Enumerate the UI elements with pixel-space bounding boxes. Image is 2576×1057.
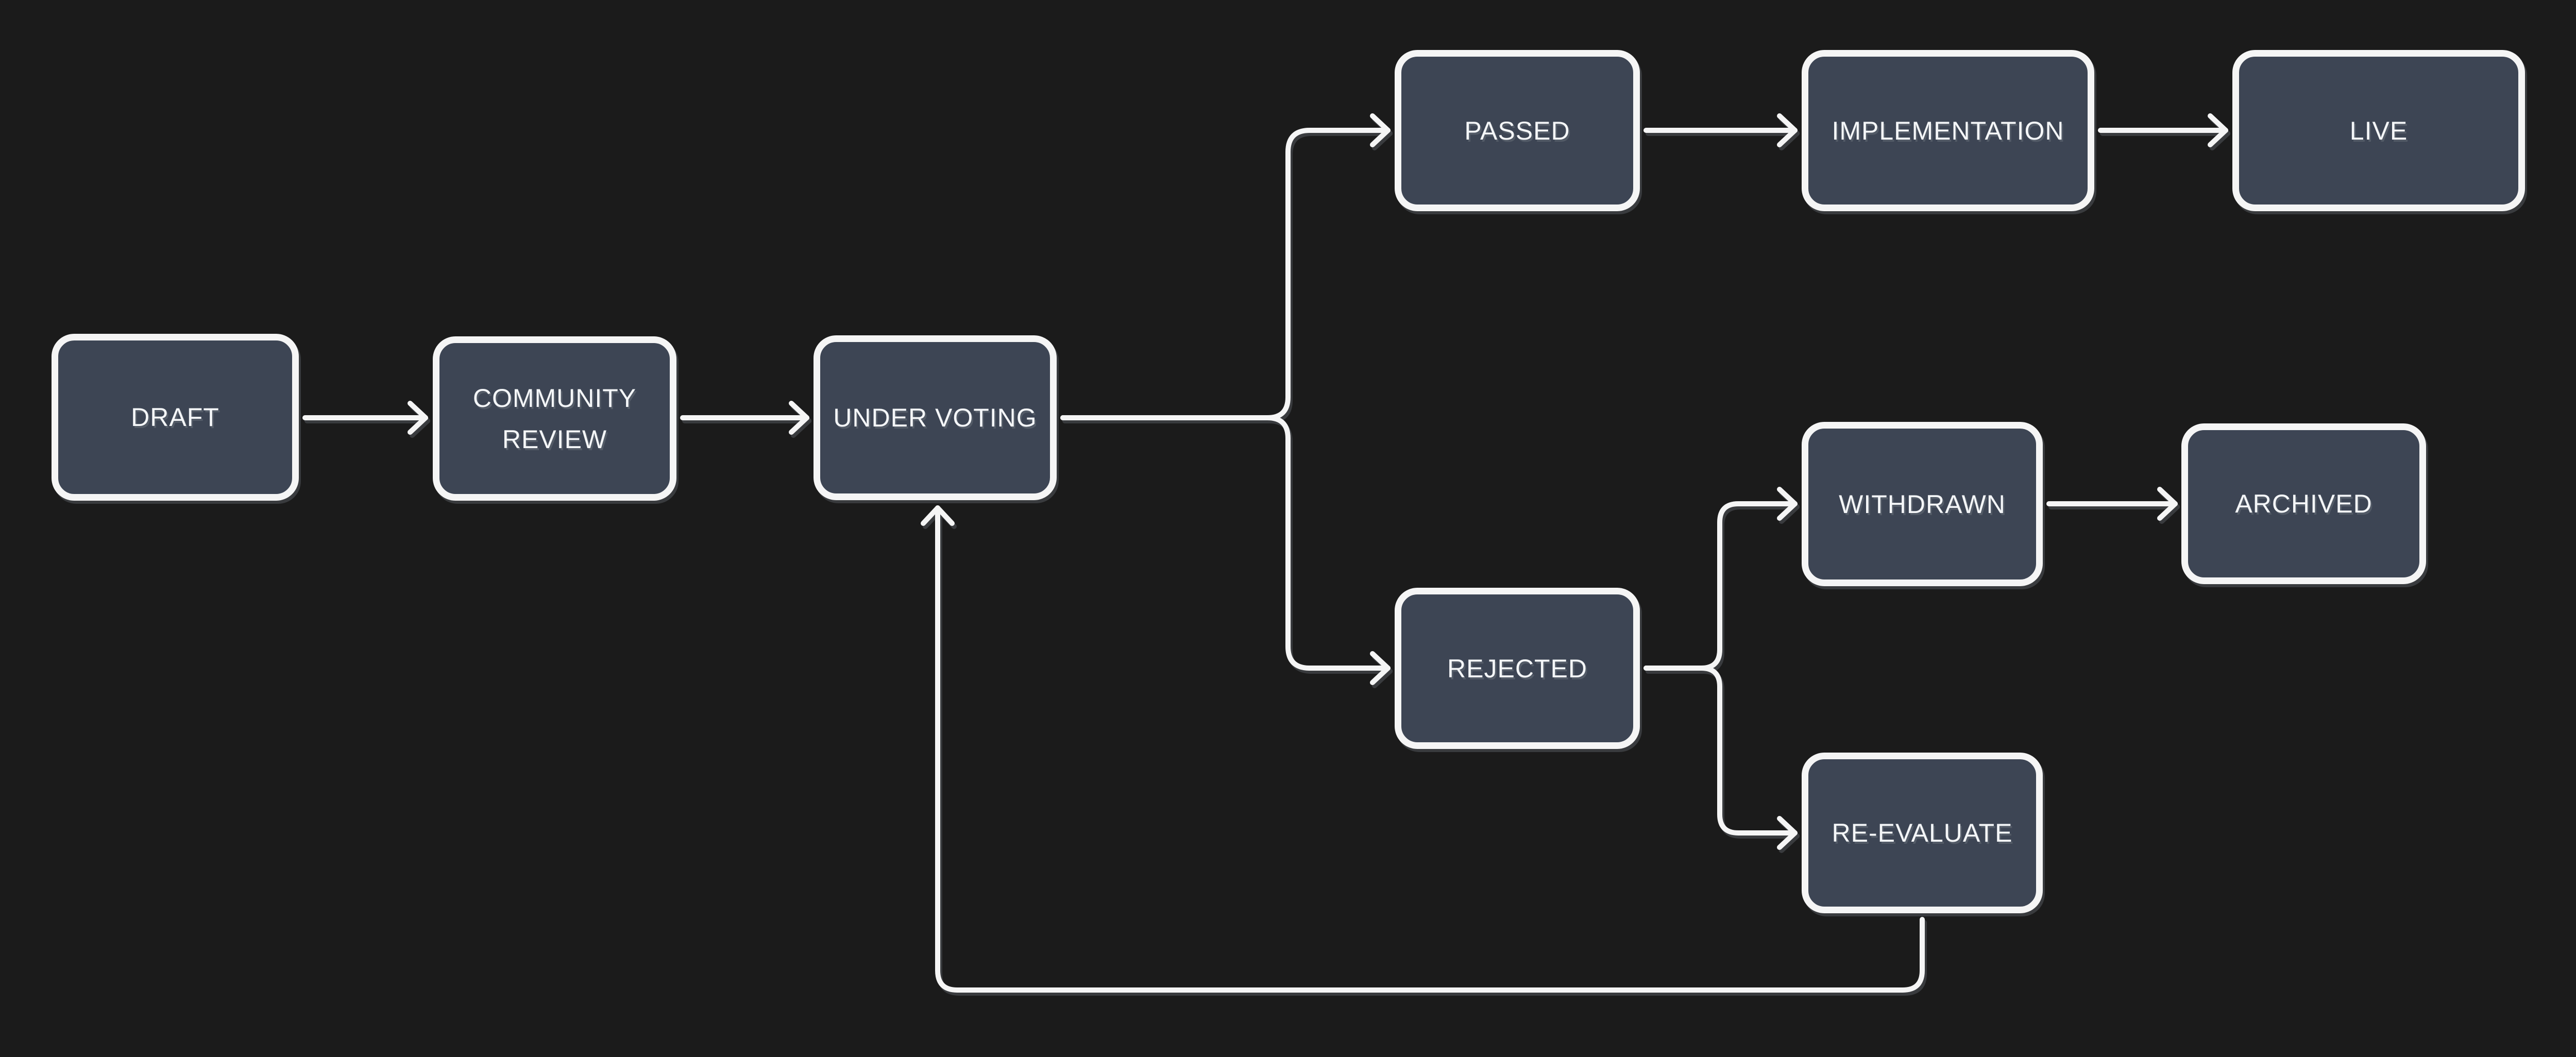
edge-under-voting-to-passed: [1060, 113, 1391, 420]
edge-passed-to-implementation: [1643, 113, 1798, 147]
edge-re-evaluate-to-under-voting: [921, 505, 1925, 993]
node-rejected: REJECTED: [1395, 588, 1640, 749]
node-label: DRAFT: [131, 403, 219, 432]
node-implementation: IMPLEMENTATION: [1802, 50, 2094, 211]
arrowhead-icon: [408, 401, 428, 435]
arrowhead-icon: [921, 505, 955, 526]
edge-draft-to-community-review: [302, 401, 428, 435]
edge-implementation-to-live: [2098, 113, 2228, 147]
node-label: UNDER VOTING: [833, 403, 1037, 432]
node-draft: DRAFT: [52, 334, 299, 501]
node-community-review: COMMUNITY REVIEW: [433, 336, 676, 501]
arrowhead-icon: [1777, 487, 1798, 521]
node-label: LIVE: [2349, 116, 2408, 145]
arrowhead-icon: [1777, 816, 1798, 850]
node-label: PASSED: [1464, 116, 1570, 145]
arrowhead-icon: [789, 401, 809, 435]
node-under-voting: UNDER VOTING: [814, 335, 1057, 500]
node-archived: ARCHIVED: [2181, 423, 2426, 584]
arrowhead-icon: [2157, 487, 2178, 521]
edge-community-review-to-under-voting: [680, 401, 809, 435]
node-passed: PASSED: [1395, 50, 1640, 211]
node-label: WITHDRAWN: [1839, 489, 2006, 519]
arrowhead-icon: [1777, 113, 1798, 147]
node-label: RE-EVALUATE: [1832, 819, 2013, 847]
edge-rejected-to-withdrawn: [1643, 487, 1798, 671]
arrowhead-icon: [1370, 651, 1391, 685]
arrowhead-icon: [1370, 113, 1391, 147]
node-label: IMPLEMENTATION: [1832, 116, 2064, 145]
edge-withdrawn-to-archived: [2046, 487, 2178, 521]
node-label: COMMUNITY REVIEW: [472, 383, 637, 454]
node-withdrawn: WITHDRAWN: [1802, 422, 2043, 586]
edge-rejected-to-re-evaluate: [1643, 666, 1798, 850]
node-label: REJECTED: [1447, 654, 1587, 683]
arrowhead-icon: [2208, 113, 2228, 147]
node-label: ARCHIVED: [2235, 489, 2372, 518]
edge-under-voting-to-rejected: [1060, 415, 1391, 685]
node-re-evaluate: RE-EVALUATE: [1802, 753, 2043, 913]
node-live: LIVE: [2232, 50, 2525, 211]
